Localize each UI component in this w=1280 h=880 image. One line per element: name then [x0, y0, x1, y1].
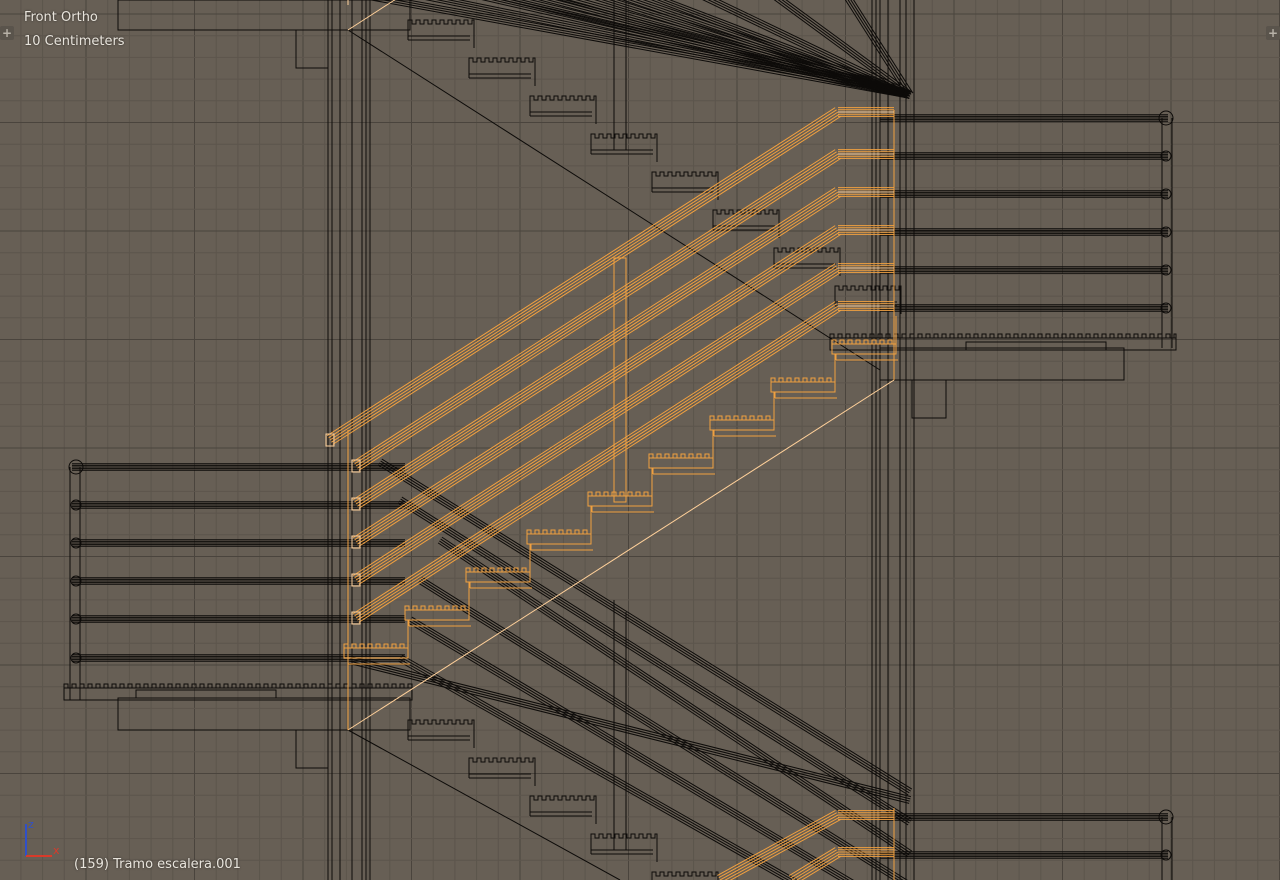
selected-object-tramo-escalera[interactable] — [325, 0, 898, 880]
view-name-label: Front Ortho — [24, 10, 98, 25]
x-axis-label: x — [53, 844, 60, 857]
plus-icon: + — [1, 26, 13, 40]
grid-scale-label: 10 Centimeters — [24, 34, 125, 49]
selected-object-status: (159) Tramo escalera.001 — [74, 857, 241, 872]
region-expand-right-button[interactable]: + — [1266, 26, 1280, 40]
axis-gizmo: z x — [25, 818, 60, 857]
unselected-stair-flights — [63, 0, 1177, 880]
plus-icon: + — [1267, 26, 1279, 40]
region-expand-left-button[interactable]: + — [0, 26, 14, 40]
z-axis-label: z — [28, 818, 34, 831]
